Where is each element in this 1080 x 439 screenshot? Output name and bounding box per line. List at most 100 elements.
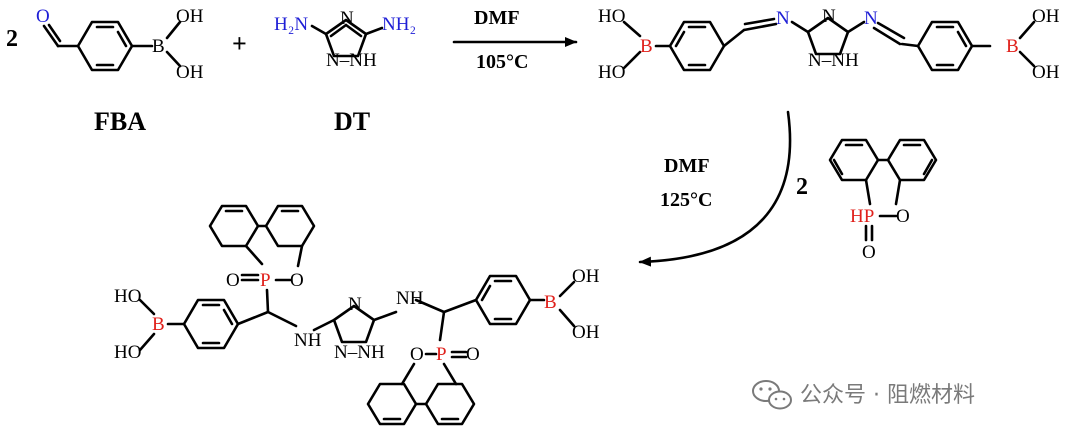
fba-oh-top: OH xyxy=(176,6,204,27)
fp-upper-dopo-hetero xyxy=(244,244,304,268)
fp-lower-ch-p xyxy=(438,310,446,342)
sb-left-imine xyxy=(742,17,778,32)
step1-arrow: DMF 105°C xyxy=(452,7,578,73)
fp-upper-ring-o: O xyxy=(290,270,304,291)
dopo-hp: HP xyxy=(850,206,874,227)
step2-temperature: 125°C xyxy=(660,189,712,211)
fba-co-bond xyxy=(42,24,60,48)
sb-left-boron: B xyxy=(640,36,653,57)
fba-boron: B xyxy=(152,36,165,57)
fp-upper-p-ch xyxy=(265,288,270,314)
sb-ho-top: HO xyxy=(598,6,625,27)
fp-lower-ring-o: O xyxy=(410,344,424,365)
fp-lower-dopo-ring-right xyxy=(424,382,476,426)
fp-right-oh-bottom: OH xyxy=(572,322,600,343)
sb-right-boron: B xyxy=(1006,36,1019,57)
sb-right-ring-double xyxy=(935,25,968,67)
fp-left-boron: B xyxy=(152,314,165,335)
dt-amine-right: NH₂ xyxy=(382,14,416,35)
watermark: 公众号 · 阻燃材料 xyxy=(752,380,975,410)
fp-upper-p: P xyxy=(260,270,271,291)
fp-upper-po-double xyxy=(240,273,260,282)
fp-triazole-ring xyxy=(332,304,376,344)
fp-right-benzene xyxy=(474,274,532,326)
fp-left-bo-bonds xyxy=(138,298,156,352)
sb-left-bo-bonds xyxy=(622,20,642,70)
dt-ring-inner xyxy=(329,23,363,38)
fp-right-nh-ring xyxy=(372,310,398,322)
step1-solvent: DMF xyxy=(474,7,520,29)
wechat-icon xyxy=(752,380,792,410)
sb-ring-n-bottom: N–NH xyxy=(808,50,859,71)
sb-n-ring-bond xyxy=(790,20,810,34)
fp-right-boron: B xyxy=(544,292,557,313)
fp-upper-po-o: O xyxy=(226,270,240,291)
fp-left-ho-top: HO xyxy=(114,286,141,307)
sb-ring-n-bond xyxy=(846,20,866,34)
dopo-coefficient: 2 xyxy=(796,174,808,200)
fp-right-nh: NH xyxy=(396,288,424,309)
watermark-text: 公众号 · 阻燃材料 xyxy=(800,383,975,408)
fp-left-ring-double xyxy=(201,303,234,345)
sb-triazole-ring xyxy=(806,16,850,56)
sb-right-oh-top: OH xyxy=(1032,6,1060,27)
sb-right-ch-bond xyxy=(900,42,920,48)
fp-lower-po-double xyxy=(450,350,468,359)
dopo-p-oxygen: O xyxy=(862,242,876,263)
fp-left-nh-ring xyxy=(312,318,336,332)
fba-aldehyde-oxygen: O xyxy=(36,6,50,27)
final-product: O P O HO HO B NH N N–NH NH B OH OH O xyxy=(114,204,600,426)
fp-right-ring-double xyxy=(480,279,513,321)
sb-ho-bottom: HO xyxy=(598,62,625,83)
dopo-ring-double xyxy=(832,143,934,176)
dopo-oxygen: O xyxy=(896,206,910,227)
sb-left-imine-n: N xyxy=(776,8,790,29)
fp-left-ch-bonds xyxy=(236,310,298,328)
sb-left-benzene xyxy=(668,20,726,72)
fp-lower-dopo-hetero xyxy=(400,362,458,386)
sb-left-ch-bond xyxy=(722,28,746,48)
fp-upper-dopo-bonds xyxy=(224,209,300,228)
dopo-p-double-o xyxy=(864,224,874,242)
sb-right-bo-bonds xyxy=(1018,20,1036,68)
plus-sign: + xyxy=(232,29,247,58)
dopo-hetero-bonds xyxy=(864,178,902,206)
sb-right-benzene xyxy=(916,20,974,72)
fba-bo-bonds xyxy=(165,20,182,68)
step1-temperature: 105°C xyxy=(476,51,528,73)
fp-right-oh-top: OH xyxy=(572,266,600,287)
dt-left-amine-bond xyxy=(310,24,328,36)
fba-ring-double-bonds xyxy=(95,25,128,67)
dt-label: DT xyxy=(334,107,370,136)
fba-benzene-ring xyxy=(76,20,134,72)
fp-upper-dopo-ring-right xyxy=(264,204,316,248)
schiff-base-product: HO HO B N N N–NH N B OH OH xyxy=(598,6,1060,83)
dt-right-amine-bond xyxy=(364,26,384,36)
dopo-molecule: 2 HP O O xyxy=(796,138,938,263)
fp-lower-dopo-bonds xyxy=(382,402,460,421)
sb-right-oh-bottom: OH xyxy=(1032,62,1060,83)
fp-left-benzene xyxy=(182,298,240,350)
dt-triazole-ring xyxy=(324,18,368,58)
fba-coefficient: 2 xyxy=(6,26,18,52)
fba-molecule: 2 O B OH OH FBA xyxy=(6,6,204,136)
fp-left-ho-bottom: HO xyxy=(114,342,141,363)
fba-co-double xyxy=(47,23,62,43)
fba-oh-bottom: OH xyxy=(176,62,204,83)
step2-solvent: DMF xyxy=(664,155,710,177)
dt-molecule: H₂N N N–NH NH₂ DT xyxy=(274,8,416,136)
fp-ring-n-top: N xyxy=(348,294,362,315)
step2-arrow-curve xyxy=(638,110,792,267)
fp-right-bo-bonds xyxy=(558,280,576,328)
fp-right-ch-bonds xyxy=(414,298,478,314)
fp-left-nh: NH xyxy=(294,330,322,351)
dt-ring-n-bottom: N–NH xyxy=(326,50,377,71)
fp-ring-n-bottom: N–NH xyxy=(334,342,385,363)
fp-lower-p: P xyxy=(436,344,447,365)
fba-label: FBA xyxy=(94,107,146,136)
dt-amine-left: H₂N xyxy=(274,14,308,35)
fp-lower-po-o: O xyxy=(466,344,480,365)
sb-right-imine-n: N xyxy=(864,8,878,29)
